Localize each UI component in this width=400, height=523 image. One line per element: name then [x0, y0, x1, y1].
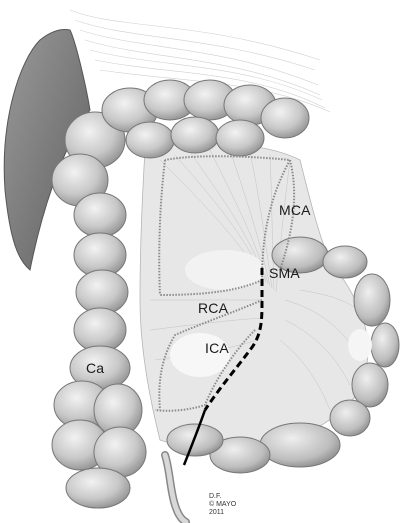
label-mca: MCA [279, 202, 311, 218]
credit-owner: © MAYO [209, 501, 237, 508]
label-ica: ICA [205, 340, 229, 356]
omentum [69, 9, 331, 113]
avascular-window [170, 333, 230, 377]
dissection-line-solid [182, 409, 207, 466]
avascular-window [185, 250, 265, 290]
credit-year: 2011 [209, 509, 225, 516]
liver [3, 29, 91, 271]
avascular-window [348, 329, 372, 361]
artist-credit: D.F. © MAYO 2011 [209, 493, 236, 517]
transverse-colon [101, 79, 310, 159]
small-bowel [166, 236, 400, 474]
label-rca: RCA [198, 300, 229, 316]
ascending-colon [51, 111, 147, 509]
dissection-line-dashed [203, 268, 264, 411]
vessels [154, 155, 296, 412]
credit-artist: D.F. [209, 493, 222, 500]
label-sma: SMA [269, 265, 300, 281]
label-ca: Ca [86, 360, 105, 376]
